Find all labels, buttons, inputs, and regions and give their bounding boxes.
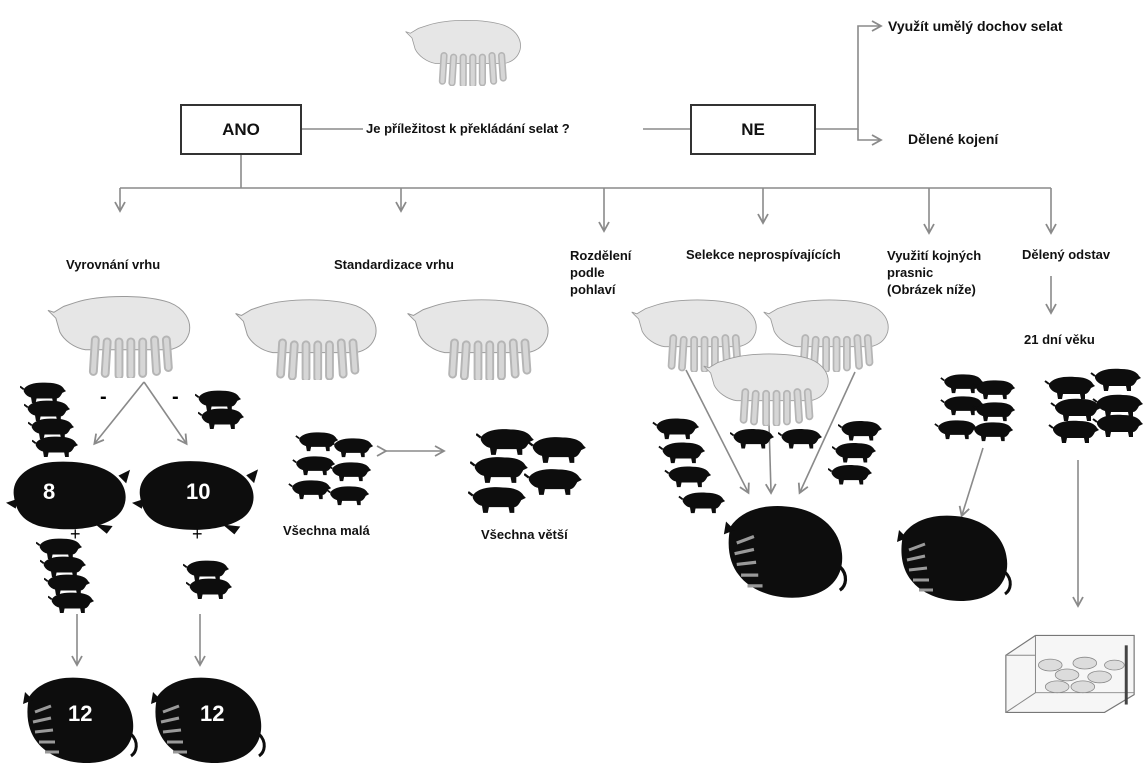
strategy-split-weaning: Dělený odstav — [1022, 247, 1111, 262]
sow-count-left: 8 — [43, 479, 55, 504]
plus-right: + — [192, 524, 203, 544]
minus-left: - — [100, 386, 107, 408]
flow-connectors — [71, 20, 1084, 667]
piglet-group-weaning — [1044, 367, 1144, 444]
minus-right: - — [172, 386, 179, 408]
strategy-equalization: Vyrovnání vrhu — [66, 257, 161, 272]
weaning-age: 21 dní věku — [1024, 332, 1095, 347]
strategy-standardization: Standardizace vrhu — [334, 257, 454, 272]
result-count-left: 12 — [200, 701, 224, 726]
piglet-group-eq-left-bottom — [36, 537, 94, 614]
group-small-label: Všechna malá — [283, 523, 370, 538]
sow-equalization — [48, 296, 190, 375]
result-count-left-2: 12 — [68, 701, 92, 726]
sow-lying-left — [6, 461, 131, 534]
group-large-label: Všechna větší — [481, 527, 568, 542]
sow-selection-3 — [704, 354, 828, 423]
no-option-split-suckling: Dělené kojení — [908, 131, 999, 147]
top-sow-illustration — [406, 20, 521, 84]
piglet-group-nursing — [934, 373, 1016, 442]
yes-box: ANO — [180, 104, 302, 155]
piglet-group-eq-right-top — [195, 389, 244, 430]
strategy-selection: Selekce neprospívajících — [686, 247, 841, 262]
farrowing-pen-illustration — [1004, 633, 1136, 715]
no-option-artificial-rearing: Využít umělý dochov selat — [888, 18, 1063, 34]
piglet-group-small — [288, 431, 374, 506]
plus-left: + — [70, 524, 81, 544]
sow-standard-1 — [236, 300, 376, 378]
piglet-group-selection — [652, 417, 882, 514]
sow-nursing-result — [895, 514, 1012, 603]
piglet-group-large — [468, 428, 586, 514]
strategy-sex-split: Rozdělení podle pohlaví — [570, 248, 632, 297]
question-text: Je příležitost k překládání selat ? — [366, 121, 570, 136]
strategy-nurse-sows: Využití kojných prasnic (Obrázek níže) — [887, 248, 982, 297]
piglet-group-eq-left-top — [20, 381, 78, 458]
sow-count-right: 10 — [186, 479, 210, 504]
piglet-group-eq-right-bottom — [183, 559, 232, 600]
sow-selection-result — [722, 504, 848, 600]
no-box: NE — [690, 104, 816, 155]
sow-standard-2 — [408, 300, 548, 378]
